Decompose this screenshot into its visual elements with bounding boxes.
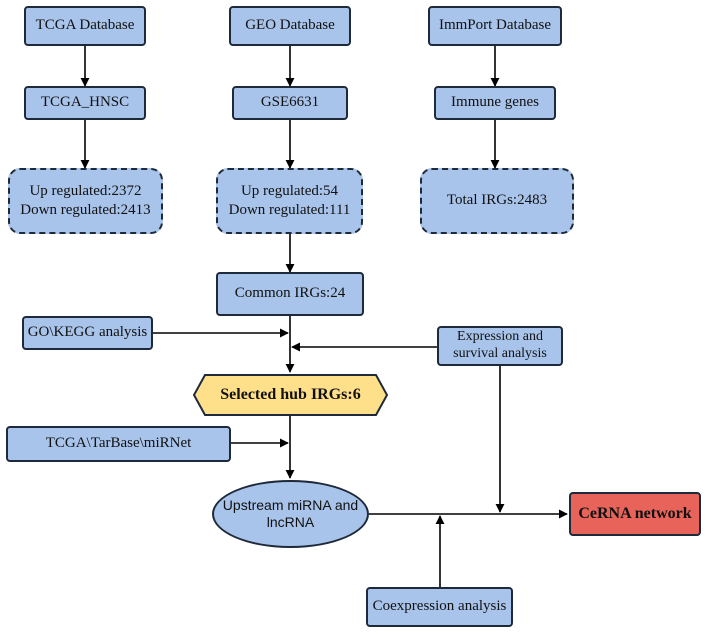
total-irgs-label: Total IRGs:2483 [446,192,548,209]
total-irgs-box: Total IRGs:2483 [420,168,574,234]
geo-down-regulated: Down regulated:111 [228,202,351,218]
tcga-tarbase-mirnet-label: TCGA\TarBase\miRNet [45,435,192,452]
cerna-network-label: CeRNA network [578,504,692,522]
go-kegg-box: GO\KEGG analysis [22,316,153,350]
immport-database-label: ImmPort Database [438,17,552,34]
coexpression-analysis-box: Coexpression analysis [366,587,513,627]
common-irgs-label: Common IRGs:24 [234,285,346,302]
expression-label-line1: Expression and [457,329,543,345]
immune-genes-label: Immune genes [451,94,539,111]
tcga-up-regulated: Up regulated:2372 [29,182,142,199]
tcga-tarbase-mirnet-box: TCGA\TarBase\miRNet [6,426,231,462]
coexpression-analysis-label: Coexpression analysis [372,598,507,615]
upstream-label-line1: Upstream miRNA and [222,497,359,514]
common-irgs-box: Common IRGs:24 [216,272,364,316]
geo-database-label: GEO Database [245,17,335,34]
immune-genes-box: Immune genes [434,86,556,120]
tcga-down-regulated: Down regulated:2413 [20,202,151,218]
geo-deg-box: Up regulated:54 Down regulated:111 [216,168,363,234]
cerna-network-box: CeRNA network [569,492,701,536]
tcga-database-box: TCGA Database [24,6,146,46]
tcga-database-label: TCGA Database [35,17,135,34]
selected-hub-irgs-box: Selected hub IRGs:6 [193,374,388,416]
gse6631-box: GSE6631 [232,86,348,120]
gse6631-label: GSE6631 [260,94,320,111]
expression-survival-box: Expression and survival analysis [437,326,563,366]
upstream-label-line2: lncRNA [266,514,315,530]
geo-database-box: GEO Database [229,6,351,46]
tcga-hnsc-box: TCGA_HNSC [24,86,146,120]
hub-hexagon-shape [193,374,388,416]
selected-hub-irgs-label: Selected hub IRGs:6 [220,385,361,403]
tcga-hnsc-label: TCGA_HNSC [40,94,130,111]
go-kegg-label: GO\KEGG analysis [27,324,148,341]
upstream-mirna-lncrna-ellipse: Upstream miRNA and lncRNA [212,480,369,548]
geo-up-regulated: Up regulated:54 [240,182,339,199]
expression-label-line2: survival analysis [453,346,547,361]
tcga-deg-box: Up regulated:2372 Down regulated:2413 [8,168,163,234]
immport-database-box: ImmPort Database [428,6,562,46]
